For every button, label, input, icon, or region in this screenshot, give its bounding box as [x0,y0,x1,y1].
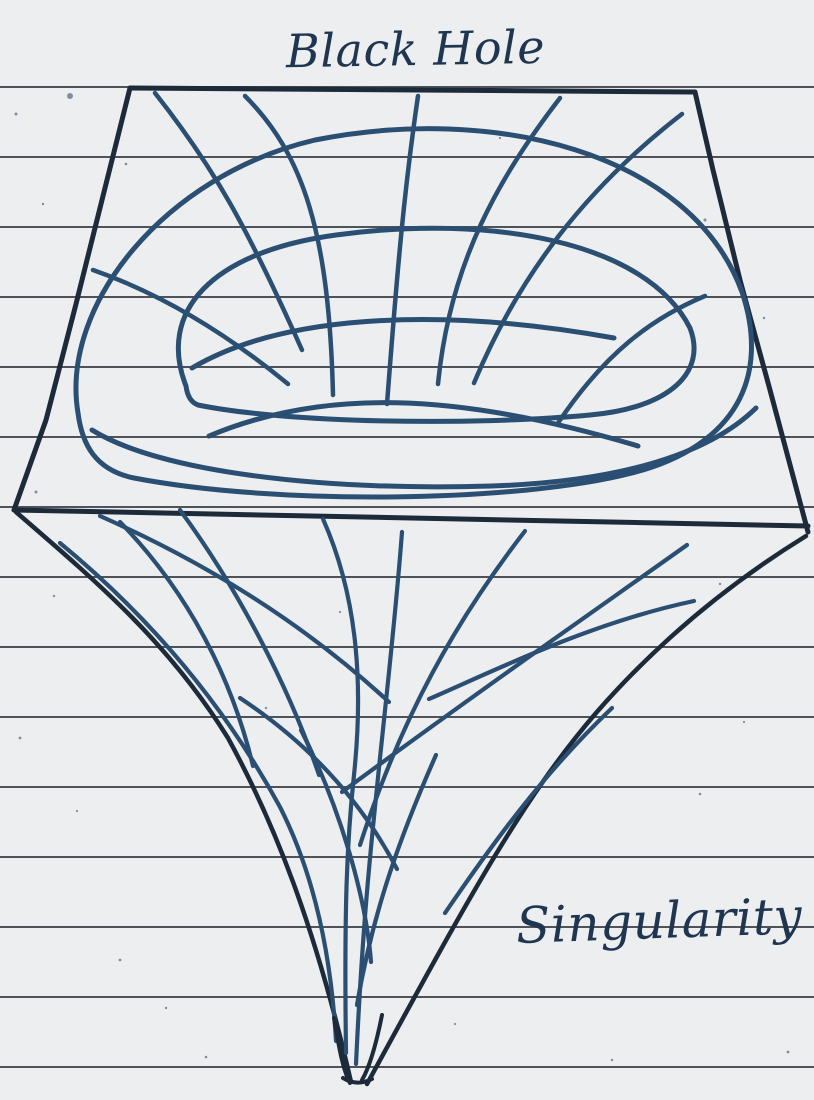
black-hole-title: Black Hole [286,20,546,79]
inner-rings [178,228,694,446]
outer-horizon-ring [76,129,756,497]
funnel-field-lines [60,510,694,1064]
funnel-sides [16,512,806,1084]
singularity-label: Singularity [515,887,803,955]
